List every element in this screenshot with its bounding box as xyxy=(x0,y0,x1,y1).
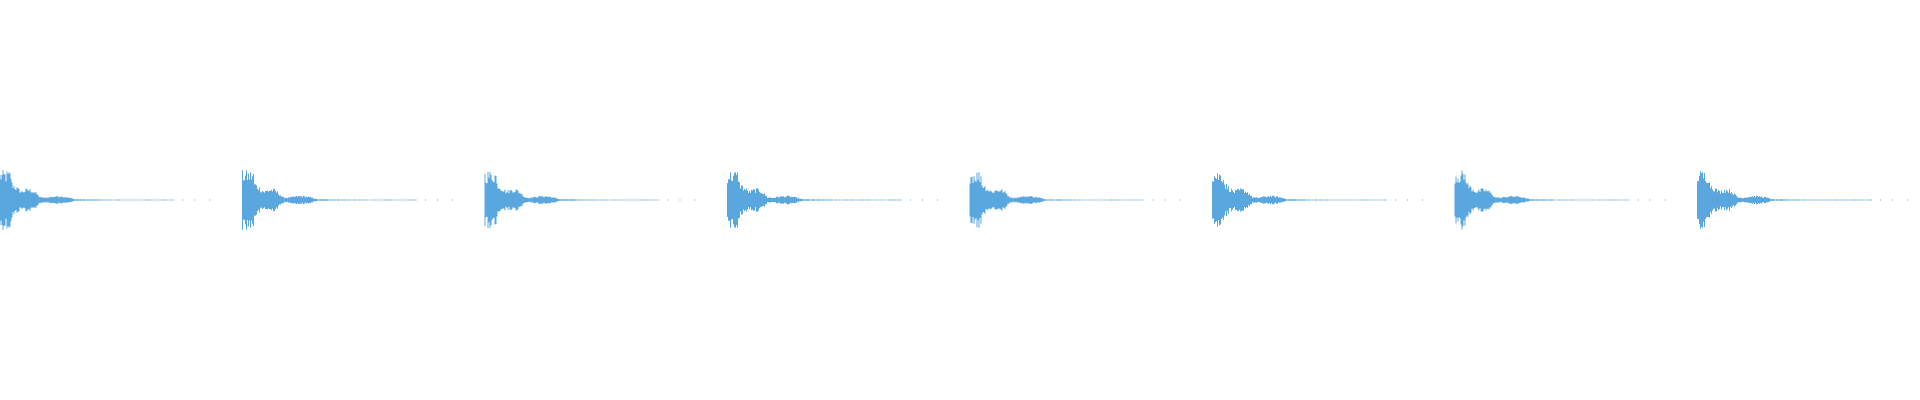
waveform xyxy=(0,170,1908,230)
waveform-trace xyxy=(0,170,1908,230)
